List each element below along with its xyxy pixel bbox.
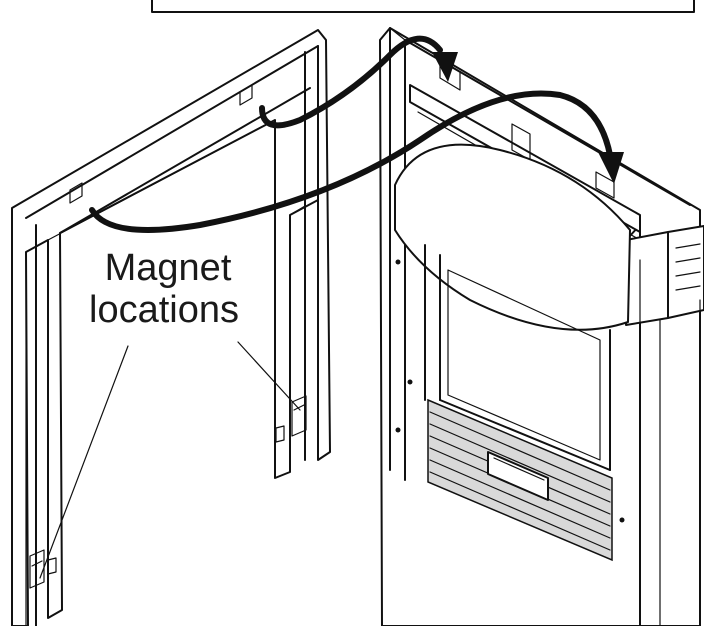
callout-box xyxy=(151,0,695,13)
label-line-2: locations xyxy=(89,289,239,331)
door-frame xyxy=(11,29,331,626)
leader-lines xyxy=(39,341,301,579)
label-line-1: Magnet xyxy=(105,247,232,289)
mounting-arrow-1 xyxy=(259,35,458,129)
mounting-arrow-2 xyxy=(89,90,624,233)
magnet-label: Magnet locations xyxy=(89,247,239,331)
fireplace-insert xyxy=(379,27,704,626)
